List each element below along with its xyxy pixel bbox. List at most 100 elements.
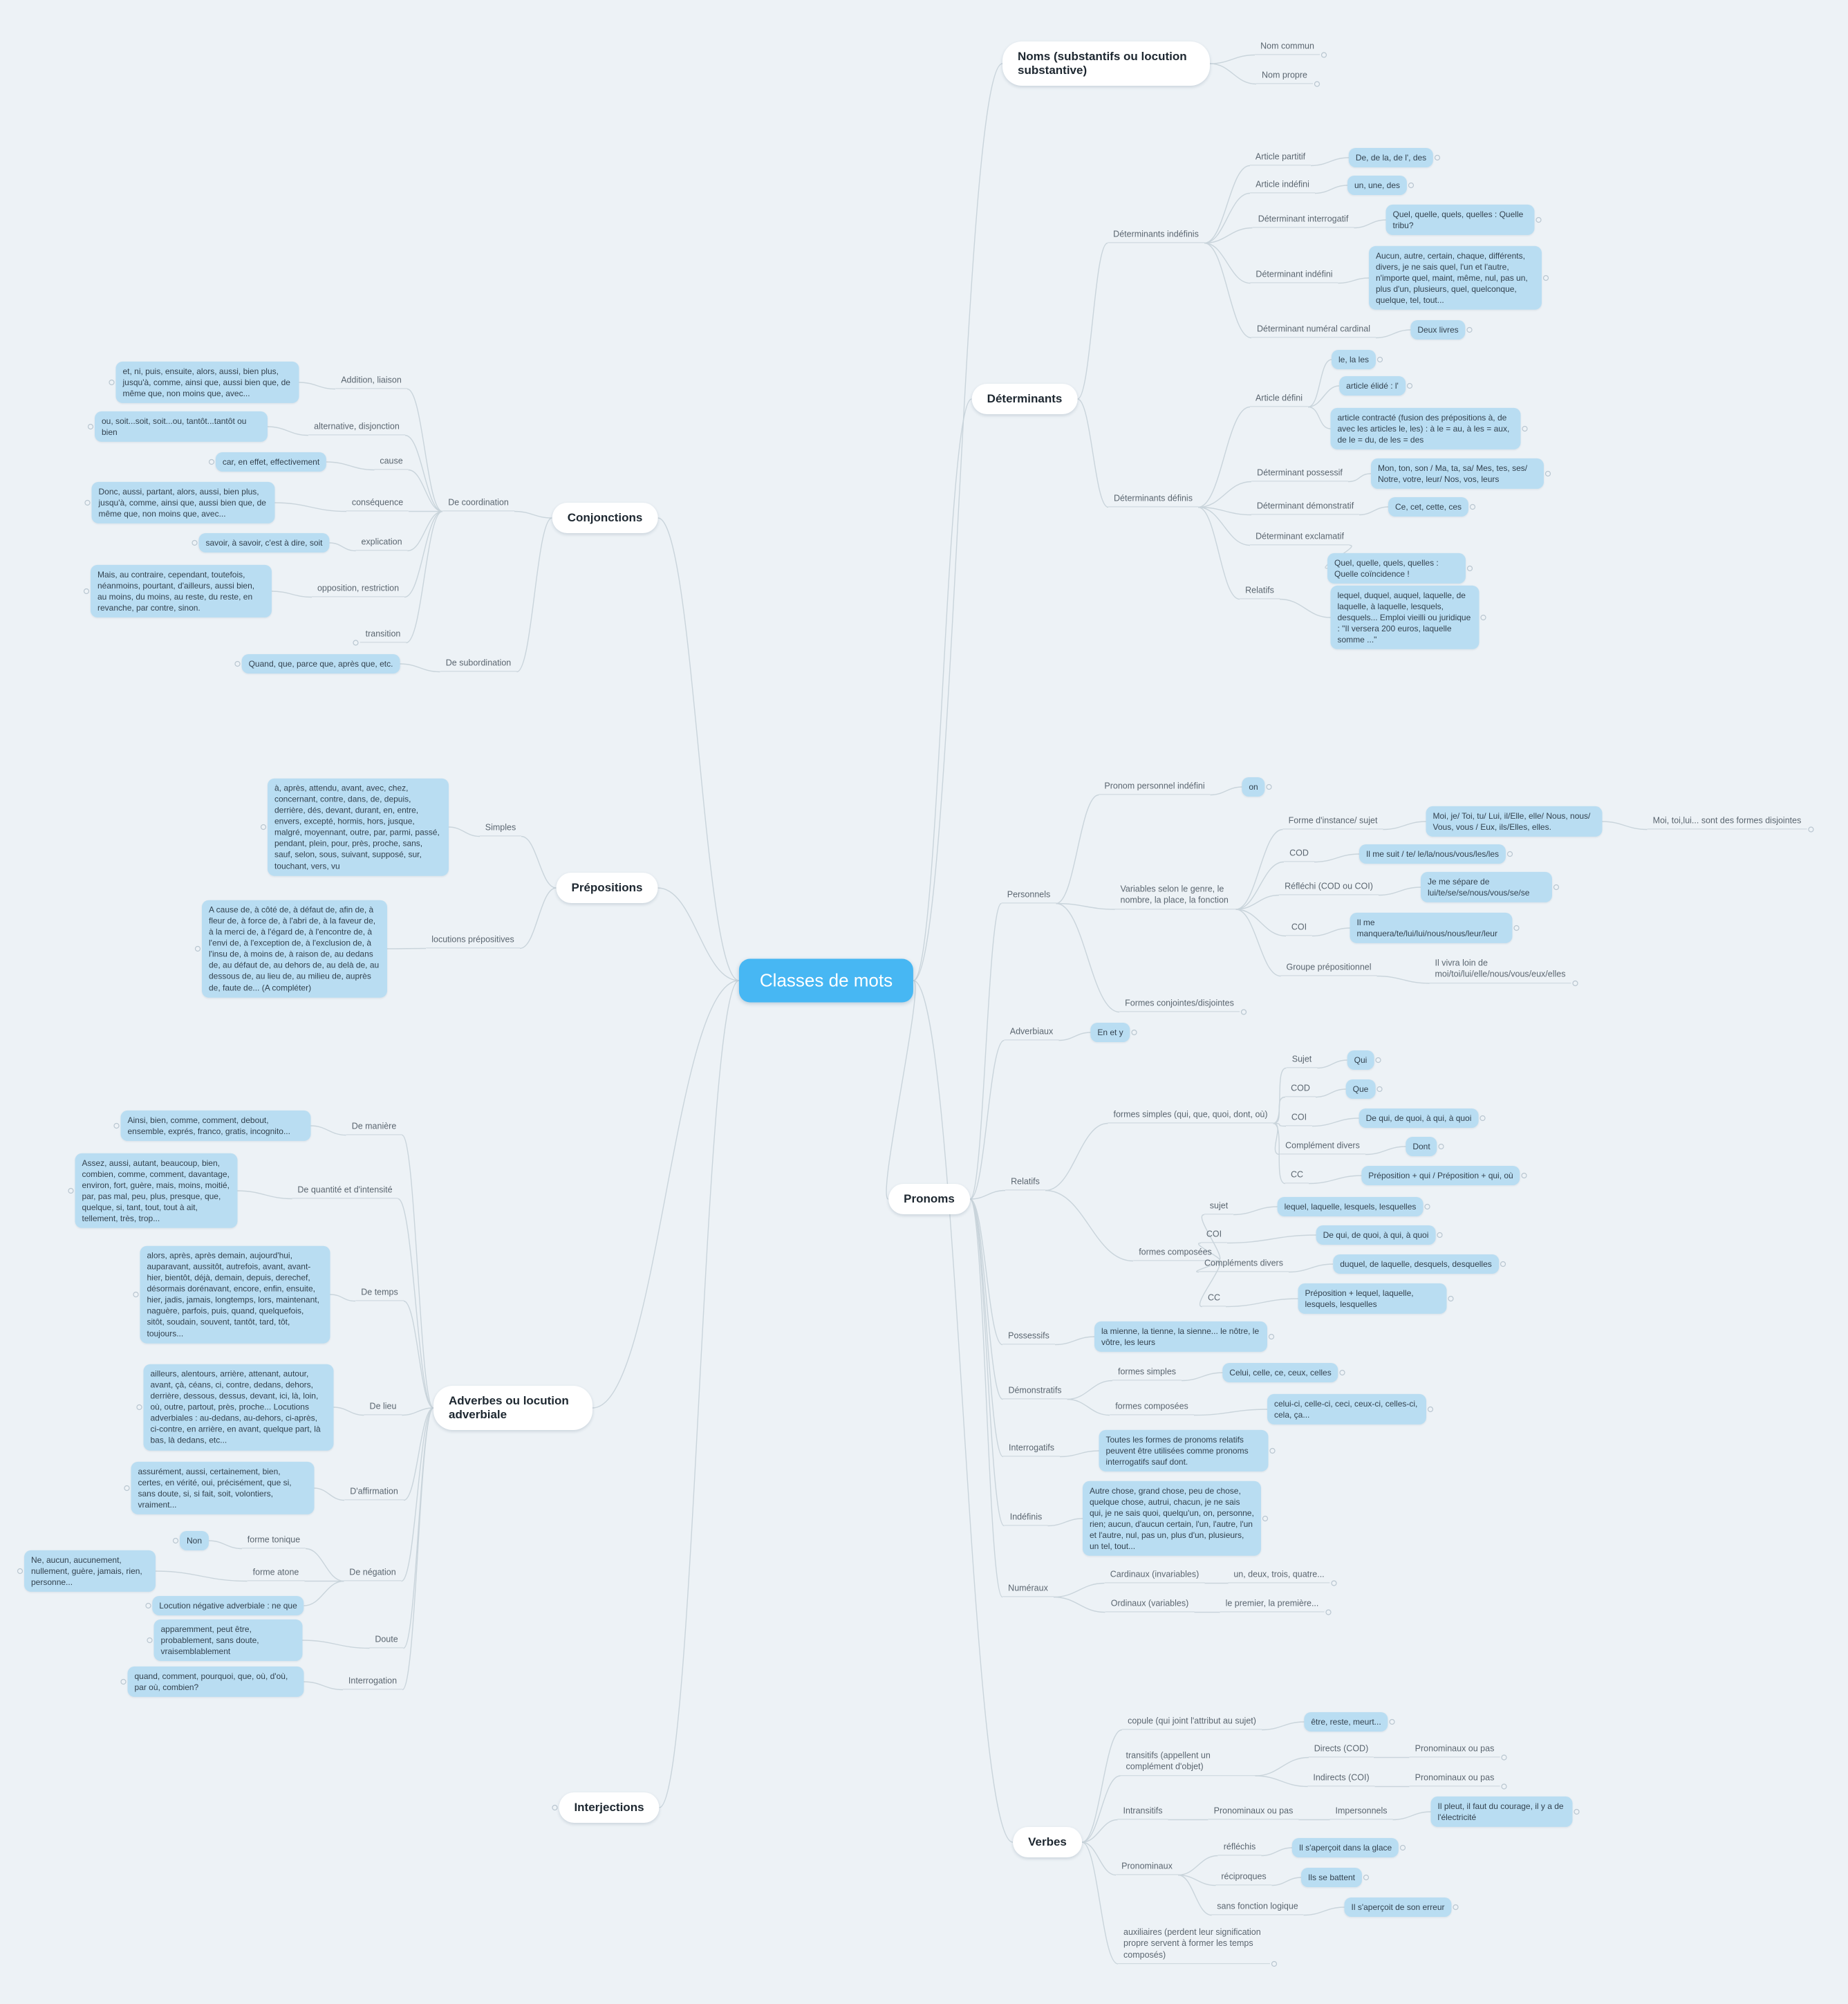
collapse-dot-icon[interactable]: [1339, 1369, 1345, 1376]
node-formes-disjointes-note[interactable]: Moi, toi,lui... sont des formes disjoint…: [1647, 813, 1807, 830]
node-coi-pers[interactable]: COI: [1285, 920, 1313, 936]
node-de-negation[interactable]: De négation: [344, 1565, 402, 1581]
node-interrogation-v[interactable]: quand, comment, pourquoi, que, où, d'où,…: [127, 1666, 304, 1698]
node-transition[interactable]: transition: [360, 627, 407, 643]
collapse-dot-icon[interactable]: [1501, 1754, 1507, 1761]
node-formes-simples-rel[interactable]: formes simples (qui, que, quoi, dont, où…: [1108, 1107, 1273, 1124]
collapse-dot-icon[interactable]: [260, 824, 267, 831]
node-det-exclamatif-v[interactable]: Quel, quelle, quels, quelles : Quelle co…: [1327, 553, 1466, 584]
node-indefinis-pronoms[interactable]: Indéfinis: [1004, 1510, 1048, 1526]
node-det-interrogatif[interactable]: Déterminant interrogatif: [1252, 212, 1354, 228]
node-de-temps[interactable]: De temps: [355, 1285, 404, 1301]
node-forme-instance-sujet[interactable]: Forme d'instance/ sujet: [1282, 813, 1383, 830]
node-relc-complements-divers-v[interactable]: duquel, de laquelle, desquels, desquelle…: [1333, 1254, 1499, 1274]
node-det-indefinis-grp[interactable]: Déterminants indéfinis: [1108, 227, 1204, 243]
collapse-dot-icon[interactable]: [147, 1637, 153, 1644]
collapse-dot-icon[interactable]: [1544, 470, 1551, 477]
collapse-dot-icon[interactable]: [87, 423, 94, 430]
collapse-dot-icon[interactable]: [1466, 326, 1473, 333]
node-ordinaux-v[interactable]: le premier, la première...: [1220, 1596, 1325, 1613]
node-rel-complement-divers[interactable]: Complément divers: [1280, 1138, 1365, 1155]
node-reflechis[interactable]: réfléchis: [1217, 1839, 1262, 1856]
collapse-dot-icon[interactable]: [1375, 1057, 1381, 1064]
node-directs-cod-v[interactable]: Pronominaux ou pas: [1409, 1741, 1500, 1758]
collapse-dot-icon[interactable]: [68, 1187, 74, 1194]
node-alternative-disjonction[interactable]: alternative, disjonction: [308, 419, 405, 436]
collapse-dot-icon[interactable]: [1506, 851, 1513, 857]
node-determinants[interactable]: Déterminants: [971, 384, 1078, 414]
collapse-dot-icon[interactable]: [1325, 1609, 1332, 1615]
node-sans-fonction-logique[interactable]: sans fonction logique: [1211, 1899, 1304, 1915]
node-relc-coi-v[interactable]: De qui, de quoi, à qui, à quoi: [1316, 1225, 1436, 1245]
collapse-dot-icon[interactable]: [1240, 1009, 1247, 1015]
node-impersonnels-v[interactable]: Il pleut, il faut du courage, il y a de …: [1430, 1796, 1573, 1828]
node-reflechis-v[interactable]: Il s'aperçoit dans la glace: [1291, 1837, 1399, 1858]
node-relc-cc[interactable]: CC: [1202, 1290, 1226, 1307]
node-de-maniere-v[interactable]: Ainsi, bien, comme, comment, debout, ens…: [120, 1110, 311, 1142]
collapse-dot-icon[interactable]: [136, 1404, 142, 1411]
node-rel-coi-v[interactable]: De qui, de quoi, à qui, à quoi: [1359, 1108, 1479, 1129]
node-article-defini[interactable]: Article défini: [1249, 391, 1309, 407]
node-det-relatifs[interactable]: Relatifs: [1240, 583, 1280, 600]
collapse-dot-icon[interactable]: [1437, 1232, 1443, 1238]
collapse-dot-icon[interactable]: [1466, 565, 1473, 572]
node-consequence[interactable]: conséquence: [346, 495, 409, 512]
node-de-maniere[interactable]: De manière: [346, 1119, 402, 1135]
node-interrogation[interactable]: Interrogation: [342, 1673, 403, 1690]
node-de-lieu-v[interactable]: ailleurs, alentours, arrière, attenant, …: [143, 1364, 334, 1451]
node-det-numeral-v[interactable]: Deux livres: [1410, 319, 1466, 340]
node-doute-v[interactable]: apparemment, peut être, probablement, sa…: [153, 1619, 303, 1662]
collapse-dot-icon[interactable]: [1376, 1086, 1383, 1093]
collapse-dot-icon[interactable]: [1269, 1447, 1276, 1454]
node-locutions-prepositives[interactable]: locutions prépositives: [426, 932, 520, 949]
collapse-dot-icon[interactable]: [1406, 382, 1413, 389]
collapse-dot-icon[interactable]: [552, 1804, 558, 1811]
node-possessifs-v[interactable]: la mienne, la tienne, la sienne... le nô…: [1094, 1321, 1267, 1353]
collapse-dot-icon[interactable]: [1427, 1406, 1434, 1413]
node-affirmation[interactable]: D'affirmation: [344, 1484, 404, 1501]
node-opposition-restriction[interactable]: opposition, restriction: [311, 581, 405, 597]
node-locution-negative-v[interactable]: Locution négative adverbiale : ne que: [152, 1595, 304, 1616]
node-auxiliaires[interactable]: auxiliaires (perdent leur signification …: [1118, 1925, 1270, 1964]
node-prepositions[interactable]: Prépositions: [556, 873, 658, 903]
node-det-exclamatif[interactable]: Déterminant exclamatif: [1250, 529, 1350, 546]
collapse-dot-icon[interactable]: [1453, 1904, 1459, 1911]
collapse-dot-icon[interactable]: [113, 1122, 120, 1129]
collapse-dot-icon[interactable]: [120, 1678, 127, 1685]
collapse-dot-icon[interactable]: [145, 1602, 151, 1609]
collapse-dot-icon[interactable]: [1376, 356, 1383, 363]
collapse-dot-icon[interactable]: [1434, 154, 1441, 161]
node-copule-v[interactable]: être, reste, meurt...: [1304, 1711, 1388, 1732]
collapse-dot-icon[interactable]: [172, 1537, 179, 1544]
node-directs-cod[interactable]: Directs (COD): [1308, 1741, 1374, 1758]
node-affirmation-v[interactable]: assurément, aussi, certainement, bien, c…: [131, 1461, 315, 1515]
node-reflechi-v[interactable]: Je me sépare de lui/te/se/se/nous/vous/s…: [1421, 871, 1552, 903]
node-de-temps-v[interactable]: alors, après, après demain, aujourd'hui,…: [140, 1245, 330, 1344]
collapse-dot-icon[interactable]: [1808, 826, 1814, 833]
node-det-demonstratif-v[interactable]: Ce, cet, cette, ces: [1388, 497, 1469, 517]
node-relc-coi[interactable]: COI: [1200, 1227, 1228, 1243]
node-center[interactable]: Classes de mots: [738, 958, 914, 1003]
node-cause-v[interactable]: car, en effet, effectivement: [215, 452, 327, 472]
node-impersonnels[interactable]: Impersonnels: [1329, 1803, 1393, 1820]
node-relc-sujet-v[interactable]: lequel, laquelle, lesquels, lesquelles: [1277, 1196, 1424, 1217]
node-rel-sujet-v[interactable]: Qui: [1347, 1050, 1374, 1070]
collapse-dot-icon[interactable]: [133, 1291, 139, 1298]
node-reciproques-v[interactable]: Ils se battent: [1300, 1867, 1363, 1888]
node-rel-coi[interactable]: COI: [1285, 1110, 1313, 1126]
node-forme-instance-sujet-v[interactable]: Moi, je/ Toi, tu/ Lui, il/Elle, elle/ No…: [1426, 806, 1603, 837]
collapse-dot-icon[interactable]: [1331, 1580, 1337, 1586]
collapse-dot-icon[interactable]: [1363, 1874, 1370, 1881]
node-article-indefini[interactable]: Article indéfini: [1250, 177, 1315, 194]
node-ordinaux[interactable]: Ordinaux (variables): [1105, 1596, 1195, 1613]
node-forme-atone-v[interactable]: Ne, aucun, aucunement, nullement, guère,…: [24, 1550, 156, 1593]
node-rel-complement-divers-v[interactable]: Dont: [1406, 1136, 1437, 1157]
node-rel-sujet[interactable]: Sujet: [1286, 1052, 1318, 1068]
node-groupe-prepositionnel-v[interactable]: Il vivra loin de moi/toi/lui/elle/nous/v…: [1429, 956, 1571, 983]
node-intransitifs-v[interactable]: Pronominaux ou pas: [1208, 1803, 1299, 1820]
node-interrogatifs[interactable]: Interrogatifs: [1002, 1440, 1061, 1457]
collapse-dot-icon[interactable]: [1572, 980, 1578, 987]
collapse-dot-icon[interactable]: [192, 539, 198, 546]
node-forme-tonique[interactable]: forme tonique: [241, 1532, 306, 1549]
node-cod-pers-v[interactable]: Il me suit / te/ le/la/nous/vous/les/les: [1359, 844, 1506, 864]
